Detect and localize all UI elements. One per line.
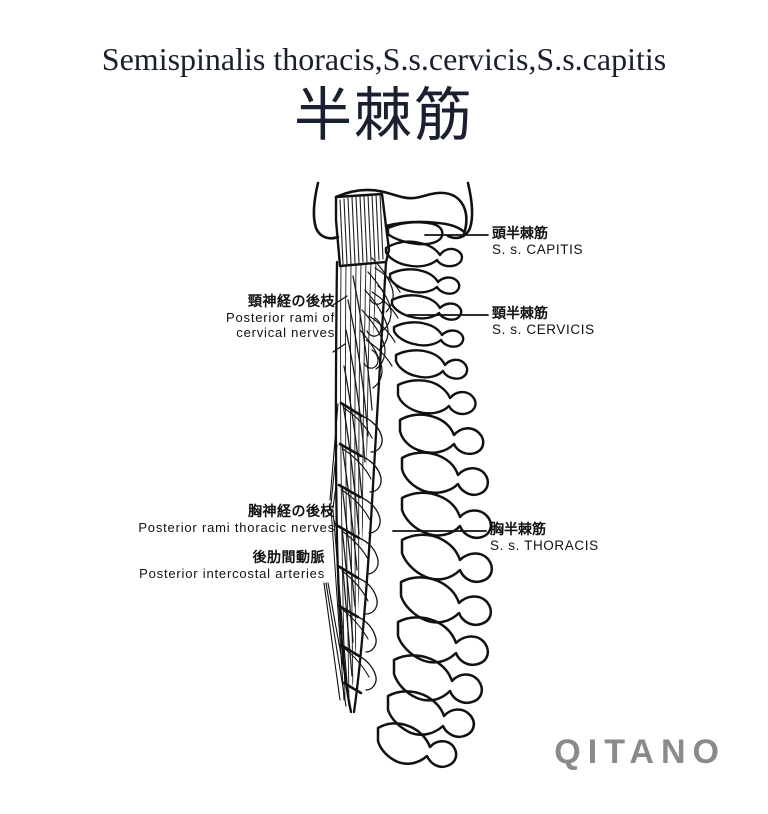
label-cervical-nerves-latin-line1: Posterior rami of bbox=[226, 310, 335, 325]
label-intercostal-arteries-latin: Posterior intercostal arteries bbox=[139, 566, 325, 581]
label-posterior-rami-cervical-nerves: 頸神経の後枝 Posterior rami of cervical nerves bbox=[100, 294, 335, 340]
label-semispinalis-thoracis: 胸半棘筋 S. s. THORACIS bbox=[490, 522, 599, 554]
label-thoracic-nerves-latin: Posterior rami thoracic nerves bbox=[138, 520, 335, 535]
label-cervical-nerves-latin-line2: cervical nerves bbox=[236, 325, 335, 340]
label-cervicis-japanese: 頸半棘筋 bbox=[492, 306, 548, 322]
muscle-striations-capitis bbox=[339, 193, 384, 265]
label-posterior-rami-thoracic-nerves: 胸神経の後枝 Posterior rami thoracic nerves bbox=[80, 504, 335, 535]
label-posterior-intercostal-arteries: 後肋間動脈 Posterior intercostal arteries bbox=[80, 550, 325, 581]
label-thoracic-nerves-japanese: 胸神経の後枝 bbox=[248, 504, 335, 520]
title-block: Semispinalis thoracis,S.s.cervicis,S.s.c… bbox=[0, 41, 768, 151]
leader-lines-left-cervical bbox=[332, 295, 348, 353]
label-thoracis-latin: S. s. THORACIS bbox=[490, 538, 599, 553]
cervical-vertebrae bbox=[384, 221, 477, 416]
label-semispinalis-cervicis: 頸半棘筋 S. s. CERVICIS bbox=[492, 306, 595, 338]
label-capitis-japanese: 頭半棘筋 bbox=[492, 226, 548, 242]
thoracic-nerve-branch-curls bbox=[357, 415, 383, 691]
label-thoracis-japanese: 胸半棘筋 bbox=[490, 522, 546, 538]
page-title: Semispinalis thoracis,S.s.cervicis,S.s.c… bbox=[101, 41, 667, 77]
thoracic-vertebrae bbox=[376, 413, 494, 768]
label-capitis-latin: S. s. CAPITIS bbox=[492, 242, 584, 257]
label-cervical-nerves-japanese: 頸神経の後枝 bbox=[248, 294, 335, 310]
figure-linework bbox=[312, 181, 494, 768]
posterior-rami-thoracic-nerves bbox=[336, 401, 364, 695]
leader-lines-left-thoracic bbox=[329, 403, 339, 528]
label-cervicis-latin: S. s. CERVICIS bbox=[492, 322, 595, 337]
page-subtitle-japanese: 半棘筋 bbox=[293, 81, 474, 150]
muscle-fiber-bundles-inner bbox=[341, 275, 373, 677]
posterior-intercostal-arteries bbox=[341, 407, 373, 678]
label-intercostal-arteries-japanese: 後肋間動脈 bbox=[252, 550, 325, 566]
leader-lines-left-fan-lower bbox=[330, 507, 350, 707]
qitano-watermark: QITANO bbox=[554, 733, 726, 771]
leader-lines-right bbox=[392, 234, 489, 532]
label-semispinalis-capitis: 頭半棘筋 S. s. CAPITIS bbox=[492, 226, 583, 258]
posterior-rami-cervical-nerves bbox=[359, 257, 401, 389]
